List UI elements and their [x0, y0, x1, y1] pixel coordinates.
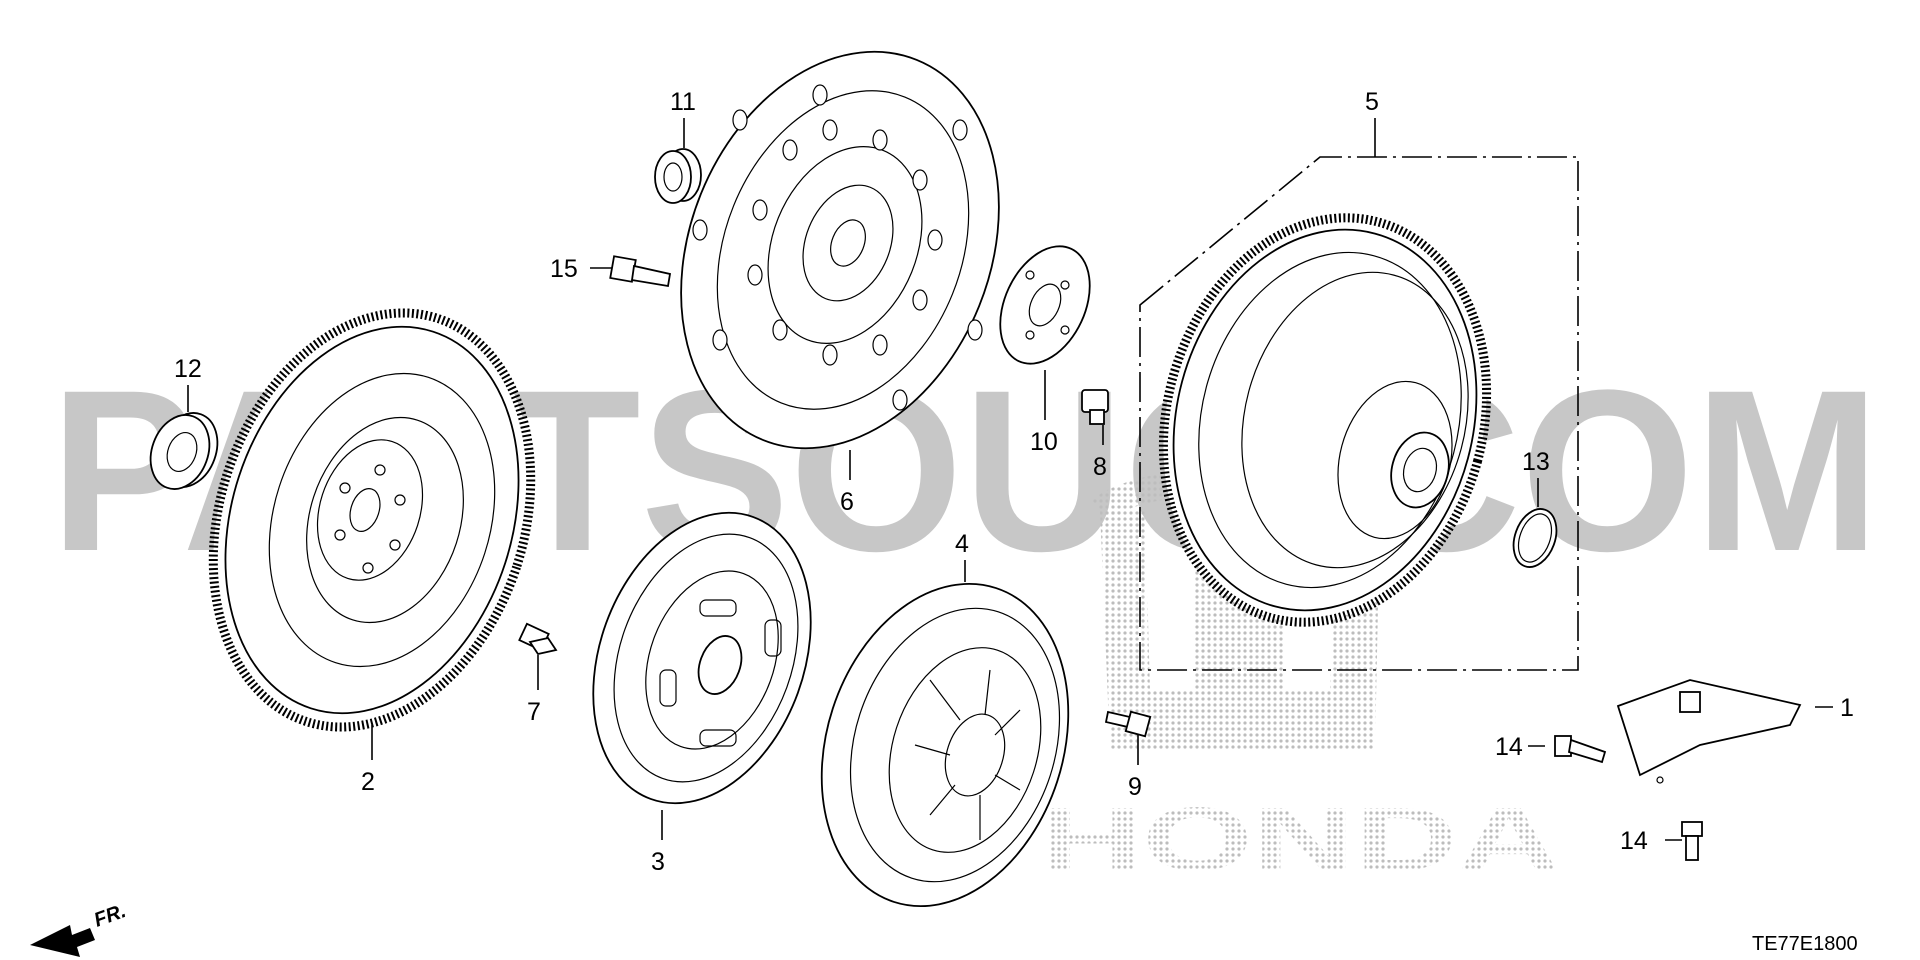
part-bolt-14-lower	[1681, 821, 1703, 861]
callout-11: 11	[670, 88, 696, 116]
part-clutch-disc	[592, 511, 812, 805]
part-washer-plate	[999, 245, 1091, 365]
callout-15: 15	[550, 255, 578, 283]
callout-3: 3	[651, 848, 665, 876]
callout-8: 8	[1093, 453, 1107, 481]
leader-lines	[187, 118, 1833, 841]
honda-wordmark: HONDA	[1040, 790, 1560, 890]
callout-14-lower: 14	[1620, 827, 1648, 855]
part-pressure-plate	[820, 582, 1070, 908]
part-oil-seal	[654, 148, 702, 204]
callout-12: 12	[174, 355, 202, 383]
callout-13: 13	[1522, 448, 1550, 476]
part-bracket	[1616, 679, 1802, 784]
callouts: 1 2 3 4 5 6 7 8 9 10 11 12 13 14 14 15	[174, 88, 1854, 876]
part-bolt-15	[609, 255, 672, 288]
callout-4: 4	[955, 530, 969, 558]
part-torque-converter	[1139, 156, 1579, 671]
callout-6: 6	[840, 488, 854, 516]
part-bolt-7	[518, 622, 558, 656]
front-arrow-icon	[30, 925, 95, 957]
part-bolt-8	[1081, 389, 1109, 425]
diagram-code: TE77E1800	[1752, 933, 1858, 955]
part-drive-plate	[680, 50, 1000, 450]
callout-7: 7	[527, 698, 541, 726]
front-direction-indicator: FR.	[30, 900, 129, 957]
part-bolt-9	[1104, 710, 1152, 738]
callout-9: 9	[1128, 773, 1142, 801]
callout-10: 10	[1030, 428, 1058, 456]
part-bearing	[149, 412, 219, 490]
part-flywheel	[208, 308, 536, 732]
front-label: FR.	[91, 900, 129, 932]
callout-2: 2	[361, 768, 375, 796]
callout-1: 1	[1840, 694, 1854, 722]
callout-14-upper: 14	[1495, 733, 1523, 761]
part-bolt-14-upper	[1554, 735, 1607, 764]
part-o-ring	[1512, 508, 1558, 568]
callout-5: 5	[1365, 88, 1379, 116]
